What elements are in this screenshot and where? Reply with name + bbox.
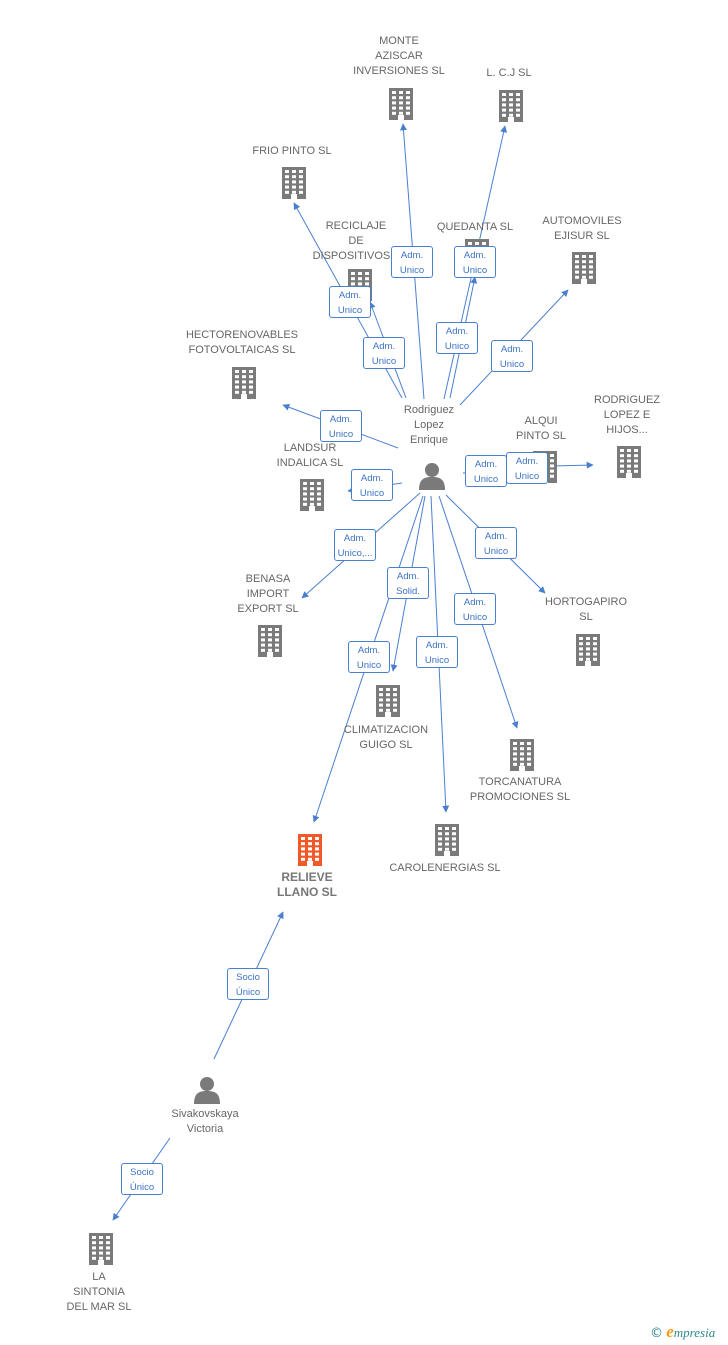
company-label-alqui[interactable]: ALQUI PINTO SL: [516, 415, 566, 442]
company-label-reciclaje[interactable]: RECICLAJE DE DISPOSITIVOS...: [312, 220, 400, 262]
building-icon-hectorenovables[interactable]: [232, 367, 256, 404]
building-icon-monte[interactable]: [389, 88, 413, 125]
building-icon-relieve[interactable]: [298, 834, 322, 871]
person-icon-rodriguez[interactable]: [418, 462, 446, 495]
copyright-icon: ©: [650, 1326, 663, 1341]
building-icon-landsur[interactable]: [300, 479, 324, 516]
relation-badge-rodriguez-hortogapiro[interactable]: Adm. Unico: [475, 527, 517, 559]
company-label-hectorenovables[interactable]: HECTORENOVABLES FOTOVOLTAICAS SL: [185, 329, 299, 356]
company-label-lasintonia[interactable]: LA SINTONIA DEL MAR SL: [66, 1271, 132, 1313]
relation-badge-rodriguez-quedanta[interactable]: Adm. Unico: [436, 322, 478, 354]
building-icon-lcj[interactable]: [499, 90, 523, 127]
relation-badge-rodriguez-automoviles[interactable]: Adm. Unico: [491, 340, 533, 372]
company-label-carolenergias[interactable]: CAROLENERGIAS SL: [389, 862, 501, 874]
building-icon-benasa[interactable]: [258, 625, 282, 662]
person-icon-sivakovskaya[interactable]: [193, 1076, 221, 1109]
company-label-hortogapiro[interactable]: HORTOGAPIRO SL: [544, 596, 628, 623]
relation-badge-rodriguez-monte[interactable]: Adm. Unico: [391, 246, 433, 278]
company-label-landsur[interactable]: LANDSUR INDALICA SL: [276, 442, 344, 469]
company-label-frio[interactable]: FRIO PINTO SL: [252, 145, 332, 157]
building-icon-lasintonia[interactable]: [89, 1233, 113, 1270]
relation-badge-rodriguez-carolenergias[interactable]: Adm. Unico: [416, 636, 458, 668]
company-label-climatizacion[interactable]: CLIMATIZACION GUIGO SL: [343, 724, 429, 751]
company-label-lcj[interactable]: L. C.J SL: [486, 67, 532, 79]
relation-badge-rodriguez-lcj[interactable]: Adm. Unico: [454, 246, 496, 278]
company-label-benasa[interactable]: BENASA IMPORT EXPORT SL: [237, 573, 299, 615]
relation-badge-rodriguez-alqui[interactable]: Adm. Unico: [465, 455, 507, 487]
brand-logo[interactable]: © empresia: [650, 1322, 715, 1342]
company-label-torcanatura[interactable]: TORCANATURA PROMOCIONES SL: [469, 776, 571, 803]
company-label-monte[interactable]: MONTE AZISCAR INVERSIONES SL: [353, 35, 445, 77]
relation-badge-rodriguez-rodriguezlopez[interactable]: Adm. Unico: [506, 452, 548, 484]
relation-badge-sivakovskaya-lasintonia[interactable]: Socio Único: [121, 1163, 163, 1195]
relation-badge-rodriguez-climatizacion[interactable]: Adm. Solid.: [387, 567, 429, 599]
building-icon-rodriguezlopez[interactable]: [617, 446, 641, 483]
relation-badge-sivakovskaya-relieve[interactable]: Socio Único: [227, 968, 269, 1000]
relation-badge-rodriguez-relieve[interactable]: Adm. Unico: [348, 641, 390, 673]
company-label-relieve[interactable]: RELIEVE LLANO SL: [277, 870, 337, 899]
person-label-rodriguez[interactable]: Rodriguez Lopez Enrique: [403, 404, 455, 446]
company-label-quedanta[interactable]: QUEDANTA SL: [436, 221, 514, 233]
relation-badge-rodriguez-torcanatura[interactable]: Adm. Unico: [454, 593, 496, 625]
company-label-rodriguezlopez[interactable]: RODRIGUEZ LOPEZ E HIJOS...: [594, 394, 660, 436]
building-icon-hortogapiro[interactable]: [576, 634, 600, 671]
building-icon-climatizacion[interactable]: [376, 685, 400, 722]
relation-badge-rodriguez-benasa[interactable]: Adm. Unico,...: [334, 529, 376, 561]
building-icon-automoviles[interactable]: [572, 252, 596, 289]
company-label-automoviles[interactable]: AUTOMOVILES EJISUR SL: [542, 215, 622, 242]
relation-badge-rodriguez-hectorenovables[interactable]: Adm. Unico: [320, 410, 362, 442]
relation-badge-rodriguez-landsur[interactable]: Adm. Unico: [351, 469, 393, 501]
building-icon-frio[interactable]: [282, 167, 306, 204]
person-label-sivakovskaya[interactable]: Sivakovskaya Victoria: [171, 1108, 239, 1135]
relation-badge-rodriguez-reciclaje[interactable]: Adm. Unico: [363, 337, 405, 369]
building-icon-carolenergias[interactable]: [435, 824, 459, 861]
relation-badge-rodriguez-frio[interactable]: Adm. Unico: [329, 286, 371, 318]
brand-initial: e: [666, 1322, 674, 1341]
brand-name: mpresia: [673, 1325, 716, 1340]
building-icon-torcanatura[interactable]: [510, 739, 534, 776]
